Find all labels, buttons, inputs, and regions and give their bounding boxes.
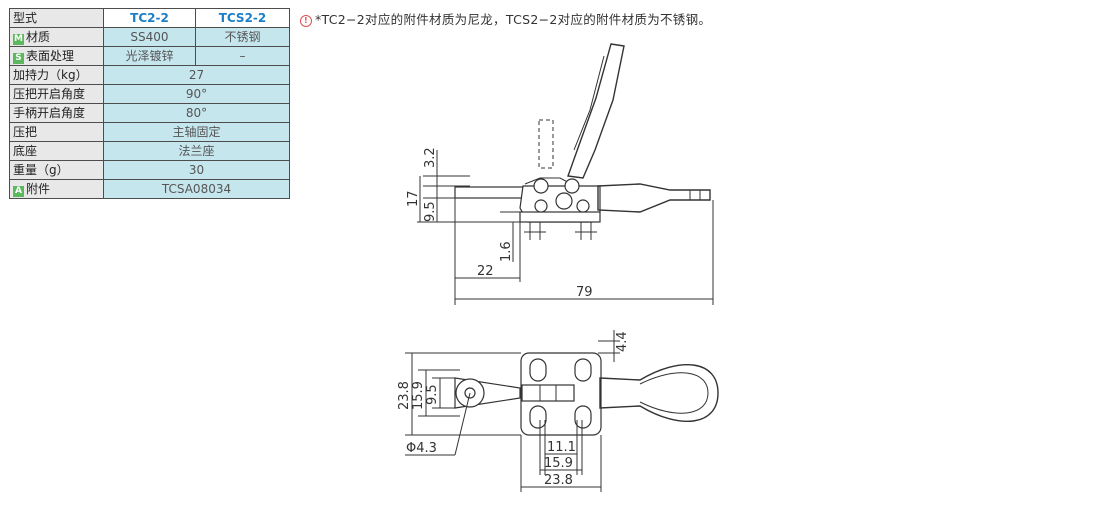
pivot-pin-icon [576, 199, 590, 213]
dim-label: 15.9 [411, 381, 426, 410]
accessory-note: !*TC2−2对应的附件材质为尼龙，TCS2−2对应的附件材质为不锈钢。 [300, 9, 711, 28]
slot-hole-icon [574, 405, 592, 429]
surface-badge-icon: S [13, 53, 24, 64]
header-model-1: TC2-2 [103, 8, 196, 28]
dim-label: 11.1 [547, 440, 576, 455]
clamp-spindle [454, 186, 526, 199]
lever-arm-inner [573, 55, 605, 151]
row-label: 加持力（kg） [9, 65, 104, 85]
row-value: 主轴固定 [103, 122, 290, 142]
link-bar [521, 384, 575, 402]
note-text: *TC2−2对应的附件材质为尼龙，TCS2−2对应的附件材质为不锈钢。 [315, 12, 712, 27]
table-row: 手柄开启角度 80° [9, 103, 290, 123]
row-label: 底座 [9, 141, 104, 161]
dim-label: 15.9 [544, 456, 573, 471]
table-row: 底座 法兰座 [9, 141, 290, 161]
dim-label: 9.5 [423, 201, 438, 222]
row-value: 不锈钢 [195, 27, 290, 47]
slot-hole-icon [529, 358, 547, 382]
material-badge-icon: M [13, 34, 24, 45]
dim-label: 1.6 [499, 241, 514, 262]
base-flange [519, 211, 601, 223]
dim-label: Φ4.3 [406, 441, 437, 456]
table-header-row: 型式 TC2-2 TCS2-2 [9, 8, 290, 28]
row-value: 法兰座 [103, 141, 290, 161]
row-value: 80° [103, 103, 290, 123]
row-label: 表面处理 [26, 49, 75, 63]
slot-hole-icon [529, 405, 547, 429]
dim-label: 23.8 [397, 381, 412, 410]
side-view: 3.2 17 9.5 1.6 22 79 [406, 43, 714, 305]
table-row: 加持力（kg） 27 [9, 65, 290, 85]
dim-label: 17 [406, 190, 421, 207]
header-model-2: TCS2-2 [195, 8, 290, 28]
dim-label: 4.4 [615, 331, 630, 352]
row-label: 手柄开启角度 [9, 103, 104, 123]
table-row: 压把开启角度 90° [9, 84, 290, 104]
dim-label: 23.8 [544, 473, 573, 488]
header-label: 型式 [9, 8, 104, 28]
table-row: 压把 主轴固定 [9, 122, 290, 142]
row-value: 27 [103, 65, 290, 85]
pivot-pin-icon [564, 178, 580, 194]
dim-label: 9.5 [425, 384, 440, 405]
row-label: 重量（g） [9, 160, 104, 180]
pivot-pin-icon [555, 192, 573, 210]
handle-grip [597, 183, 711, 213]
slot-hole-icon [574, 358, 592, 382]
pivot-pin-icon [534, 199, 548, 213]
accessory-badge-icon: A [13, 186, 24, 197]
dim-label: 3.2 [423, 147, 438, 168]
row-value: TCSA08034 [103, 179, 290, 199]
pivot-pin-icon [533, 178, 549, 194]
row-value: SS400 [103, 27, 196, 47]
row-label: 附件 [26, 182, 51, 196]
dim-label: 79 [576, 285, 593, 300]
row-value: 90° [103, 84, 290, 104]
open-handle-ghost [538, 119, 554, 169]
handle-loop [599, 364, 719, 422]
row-value: 光泽镀锌 [103, 46, 196, 66]
warning-icon: ! [300, 15, 312, 27]
lever-arm [567, 43, 625, 179]
row-value: – [195, 46, 290, 66]
top-view: 4.4 23.8 15.9 9.5 Φ4.3 11.1 15.9 23.8 [397, 330, 719, 492]
row-label: 压把 [9, 122, 104, 142]
dim-label: 22 [477, 264, 494, 279]
row-label: 材质 [26, 30, 51, 44]
